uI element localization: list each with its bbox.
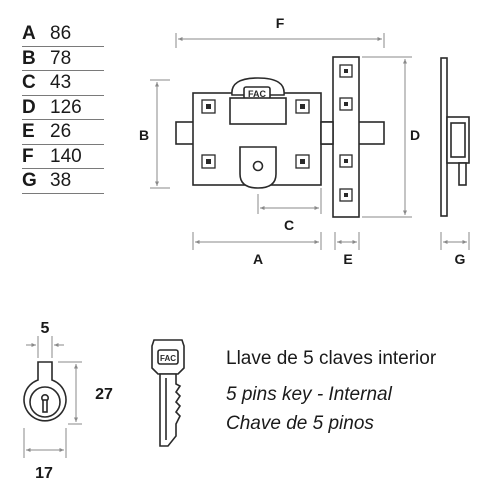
label-a: A (253, 251, 263, 267)
screw-head-icon (344, 159, 348, 163)
keyhole-icon (252, 160, 264, 172)
key-logo-text: FAC (160, 354, 176, 363)
label-cylinder-base: 17 (35, 465, 53, 482)
screw-head-icon (300, 104, 305, 109)
dimension-value: 140 (50, 145, 82, 167)
dimension-letter: D (22, 96, 36, 118)
dimension-labels: F B D C A E G (139, 15, 466, 267)
dimension-row-a: A 86 (22, 22, 104, 47)
side-body-inner (450, 122, 466, 158)
dimension-row-c: C 43 (22, 71, 104, 96)
cylinder-profile (23, 361, 67, 422)
screw-head-icon (300, 159, 305, 164)
dimension-value: 86 (50, 23, 72, 44)
key-head-inner (157, 349, 179, 365)
key-blade (159, 373, 182, 447)
dimension-value: 78 (50, 47, 72, 69)
cylinder-dimension-lines (23, 336, 82, 458)
cylinder-keyway (42, 399, 48, 413)
inner-plate-top (229, 97, 287, 125)
dimension-value: 38 (50, 170, 72, 191)
screw-head-icon (206, 159, 211, 164)
dimension-letter: B (22, 47, 36, 69)
caption-spanish: Llave de 5 claves interior (226, 348, 437, 369)
dimension-table: A 86 B 78 C 43 D 126 E 26 F 140 G 38 (22, 22, 104, 194)
lock-side-view (440, 57, 470, 217)
dimension-letter: C (22, 72, 36, 93)
screw-group (201, 64, 353, 202)
bolt-end (320, 121, 334, 145)
label-b: B (139, 127, 149, 143)
side-lug (458, 162, 467, 186)
dimension-letter: E (22, 121, 35, 142)
label-e: E (343, 251, 352, 267)
screw-heads (206, 69, 348, 197)
label-cylinder-width: 5 (41, 320, 50, 337)
dimension-value: 43 (50, 72, 72, 93)
dimension-row-g: G 38 (22, 169, 104, 194)
screw-head-icon (344, 102, 348, 106)
dimension-value: 126 (50, 96, 82, 118)
label-c: C (284, 217, 294, 233)
dimension-row-e: E 26 (22, 120, 104, 145)
dimension-letter: A (22, 23, 36, 44)
logo-text: FAC (248, 89, 267, 99)
label-cylinder-height: 27 (95, 386, 113, 403)
caption-english: 5 pins key - Internal (226, 384, 392, 405)
screw-head-icon (344, 69, 348, 73)
dimension-letter: F (22, 145, 34, 167)
key-icon (151, 339, 185, 447)
dimension-value: 26 (50, 121, 72, 142)
label-f: F (276, 15, 285, 31)
cylinder-dimension-labels: 5 27 17 (35, 320, 113, 482)
screw-head-icon (206, 104, 211, 109)
dimension-lines (150, 33, 470, 250)
label-d: D (410, 127, 420, 143)
dimension-row-f: F 140 (22, 145, 104, 169)
dimension-letter: G (22, 170, 37, 191)
lock-front-view (175, 56, 385, 218)
dimension-row-d: D 126 (22, 96, 104, 120)
caption-portuguese: Chave de 5 pinos (226, 413, 374, 434)
label-g: G (455, 251, 466, 267)
dimension-row-b: B 78 (22, 47, 104, 71)
side-plate (440, 57, 448, 217)
screw-head-icon (344, 193, 348, 197)
